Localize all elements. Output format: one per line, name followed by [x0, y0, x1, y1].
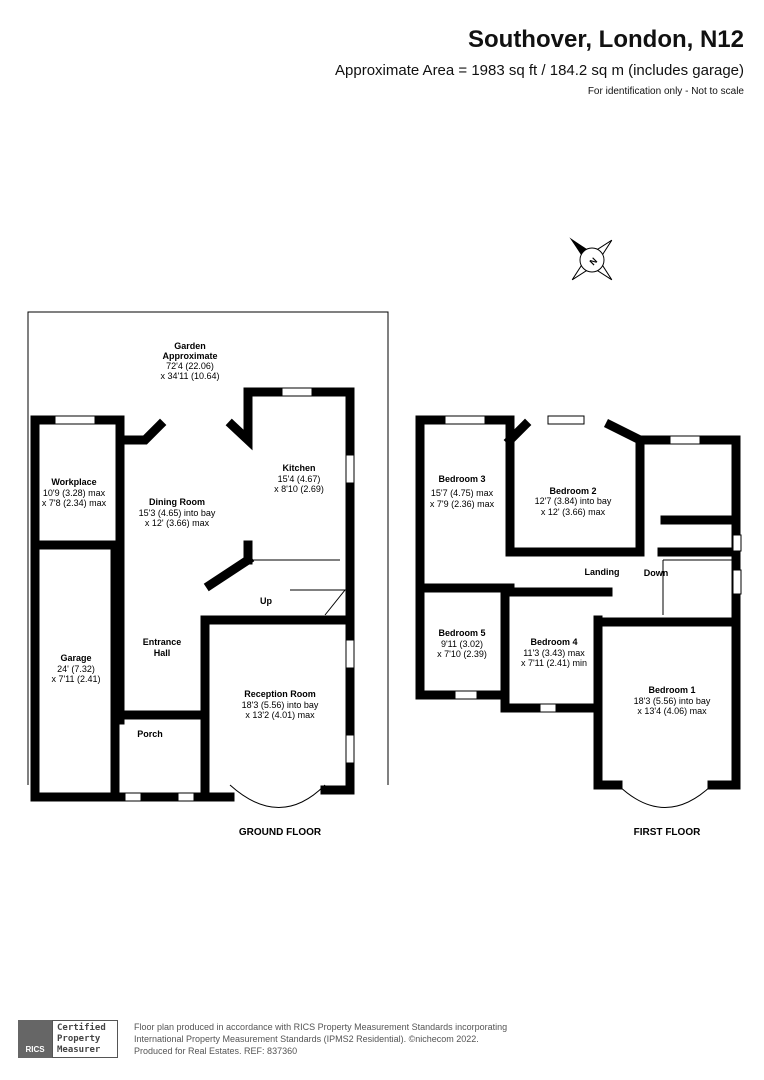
room-dimension: x 7'8 (2.34) max	[42, 498, 107, 508]
room-dimension: 15'3 (4.65) into bay	[139, 508, 216, 518]
room-name: Porch	[137, 729, 163, 739]
room-name: Approximate	[162, 351, 217, 361]
footer-line: Floor plan produced in accordance with R…	[134, 1022, 508, 1032]
room-dimension: x 12' (3.66) max	[541, 507, 606, 517]
room-name: Entrance	[143, 637, 182, 647]
room-name: Dining Room	[149, 497, 205, 507]
stairs-label: Up	[260, 596, 272, 606]
room-name: Hall	[154, 648, 171, 658]
badge-line: Property	[57, 1034, 101, 1044]
badge-line: Certified	[57, 1023, 106, 1033]
rics-badge: RICS Certified Property Measurer	[18, 1020, 118, 1058]
first-floor-plan: Bedroom 3 15'7 (4.75) max x 7'9 (2.36) m…	[415, 415, 742, 838]
room-dimension: x 8'10 (2.69)	[274, 484, 324, 494]
room-name: Bedroom 2	[549, 486, 596, 496]
room-name: Bedroom 3	[438, 474, 485, 484]
room-name: Garden	[174, 341, 206, 351]
ground-floor-plan: Garden Approximate 72'4 (22.06) x 34'11 …	[27, 311, 389, 838]
room-dimension: 15'4 (4.67)	[278, 474, 321, 484]
room-dimension: 18'3 (5.56) into bay	[634, 696, 711, 706]
room-dimension: x 12' (3.66) max	[145, 518, 210, 528]
room-dimension: x 7'9 (2.36) max	[430, 499, 495, 509]
footer-text: Floor plan produced in accordance with R…	[134, 1021, 554, 1057]
footer-line: Produced for Real Estates. REF: 837360	[134, 1046, 298, 1056]
compass-icon: N	[569, 237, 613, 281]
room-name: Garage	[60, 653, 91, 663]
room-name: Reception Room	[244, 689, 316, 699]
garden-boundary	[27, 311, 389, 785]
room-dimension: 24' (7.32)	[57, 664, 95, 674]
room-dimension: 11'3 (3.43) max	[523, 648, 585, 658]
room-name: Kitchen	[282, 463, 315, 473]
area-summary: Approximate Area = 1983 sq ft / 184.2 sq…	[335, 62, 744, 79]
room-name: Bedroom 4	[530, 637, 577, 647]
room-dimension: 15'7 (4.75) max	[431, 488, 494, 498]
room-dimension: x 7'11 (2.41)	[51, 674, 100, 684]
floor-label: FIRST FLOOR	[634, 827, 701, 838]
stairs-label: Down	[644, 568, 669, 578]
room-dimension: x 7'11 (2.41) min	[521, 658, 587, 668]
floor-label: GROUND FLOOR	[239, 827, 322, 838]
property-title: Southover, London, N12	[467, 26, 744, 53]
room-dimension: 72'4 (22.06)	[166, 361, 214, 371]
room-dimension: 12'7 (3.84) into bay	[535, 496, 612, 506]
room-dimension: x 13'2 (4.01) max	[245, 710, 315, 720]
room-dimension: 10'9 (3.28) max	[43, 488, 106, 498]
room-dimension: x 34'11 (10.64)	[160, 371, 219, 381]
compass-north-label: N	[588, 256, 600, 268]
room-dimension: x 7'10 (2.39)	[437, 649, 487, 659]
rics-logo: RICS	[18, 1020, 52, 1058]
room-dimension: 18'3 (5.56) into bay	[242, 700, 319, 710]
room-dimension: x 13'4 (4.06) max	[637, 706, 707, 716]
room-name: Bedroom 1	[648, 685, 695, 695]
disclaimer: For identification only - Not to scale	[587, 86, 744, 97]
footer-line: International Property Measurement Stand…	[134, 1034, 479, 1044]
room-name: Workplace	[51, 477, 96, 487]
room-dimension: 9'11 (3.02)	[441, 639, 483, 649]
certified-measurer-badge: Certified Property Measurer	[52, 1020, 118, 1058]
room-name: Bedroom 5	[438, 628, 485, 638]
badge-line: Measurer	[57, 1045, 101, 1055]
room-name: Landing	[585, 567, 620, 577]
